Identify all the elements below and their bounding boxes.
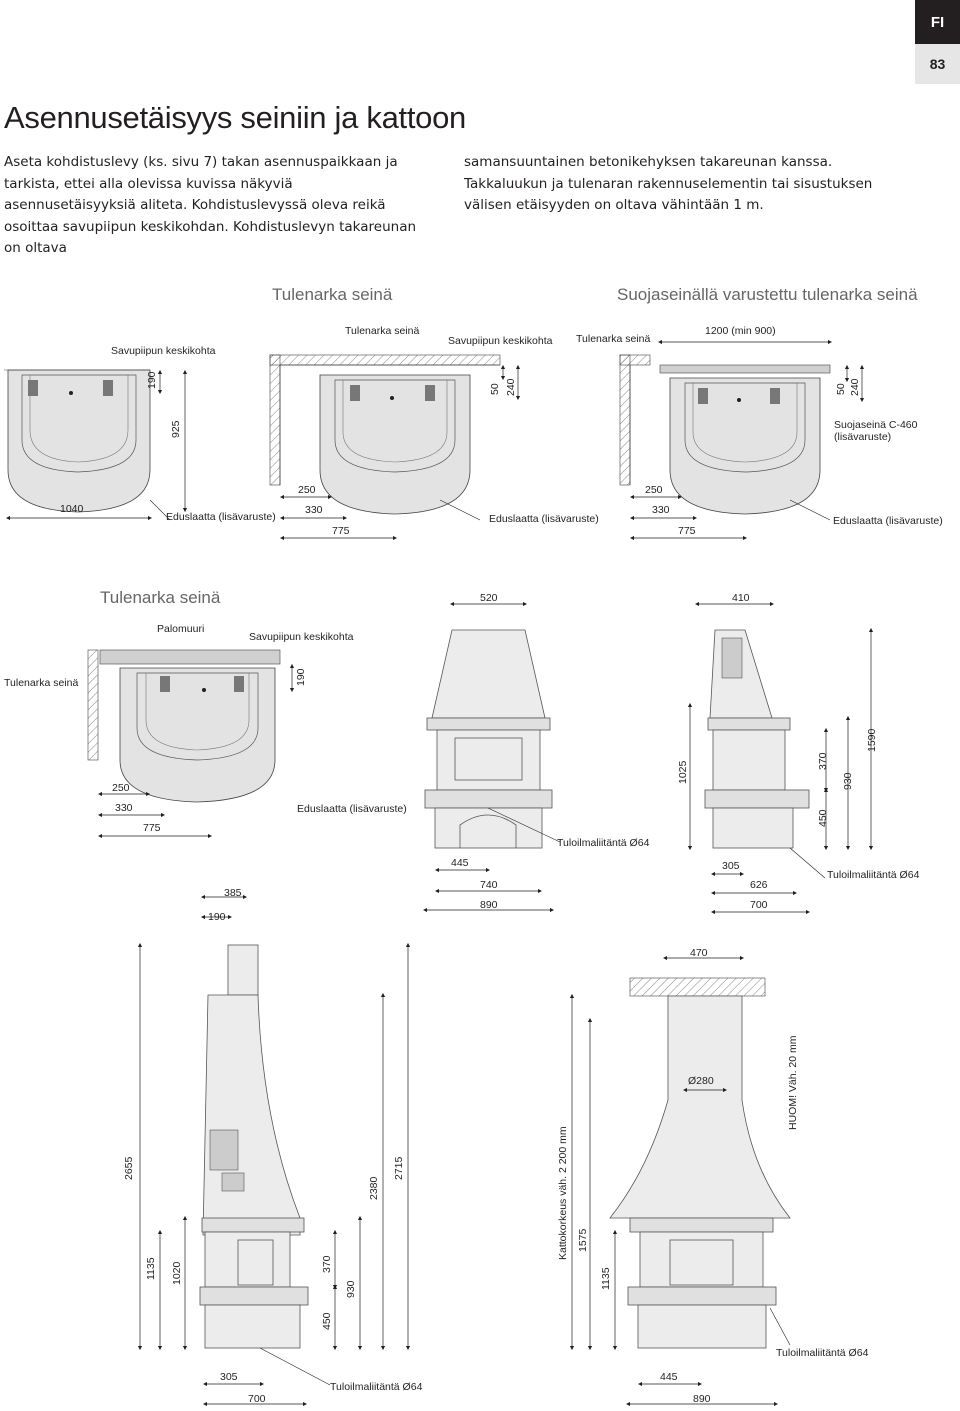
dimension-label: 190: [295, 668, 307, 686]
label-flammable-wall: Tulenarka seinä: [4, 677, 78, 689]
diagram-firewall-corner: Tulenarka seinä Palomuuri Savupiipun kes…: [4, 588, 407, 839]
label-chimney-center: Savupiipun keskikohta: [111, 345, 216, 357]
label-hearth-plate: Eduslaatta (lisävaruste): [166, 511, 276, 523]
label-chimney-center: Savupiipun keskikohta: [249, 631, 354, 643]
label-ceiling-height: Kattokorkeus väh. 2 200 mm: [557, 1126, 569, 1260]
dimension-label: Ø280: [688, 1075, 714, 1087]
dimension-label: 450: [817, 809, 829, 827]
dimension-label: 1025: [677, 760, 689, 784]
label-hearth-plate: Eduslaatta (lisävaruste): [297, 803, 407, 815]
dim-925: 925: [170, 420, 182, 438]
diagram-full-height-front: 470 Ø280 HUOM! Väh. 20 mm Kattokorkeus v…: [557, 947, 869, 1407]
dimension-label: 445: [660, 1371, 678, 1383]
dimension-label: 775: [678, 525, 696, 537]
dimension-label: 1575: [577, 1228, 589, 1252]
dimension-label: 700: [750, 899, 768, 911]
ceiling: [629, 977, 766, 997]
firewall: [99, 649, 281, 665]
label-min-gap-note: HUOM! Väh. 20 mm: [787, 1035, 799, 1130]
label-flammable-wall: Tulenarka seinä: [345, 325, 419, 337]
intro-left: Aseta kohdistuslevy (ks. sivu 7) takan a…: [4, 154, 417, 256]
dim-1200: 1200 (min 900): [705, 325, 776, 337]
label-flammable-wall: Tulenarka seinä: [576, 333, 650, 345]
dimension-label: 370: [321, 1255, 333, 1273]
dimension-label: 190: [208, 911, 226, 923]
dimension-label: 775: [143, 822, 161, 834]
label-air-inlet: Tuloilmaliitäntä Ø64: [330, 1381, 423, 1393]
dimension-label: 50: [489, 383, 501, 395]
dimension-label: 890: [480, 899, 498, 911]
dimension-label: 330: [115, 802, 133, 814]
dimension-label: 240: [849, 378, 861, 396]
label-shield-wall: Suojaseinä C-460: [834, 419, 918, 431]
dimension-label: 450: [321, 1312, 333, 1330]
dimension-label: 520: [480, 592, 498, 604]
page-title: Asennusetäisyys seiniin ja kattoon: [4, 100, 466, 135]
dimension-label: 890: [693, 1393, 711, 1405]
language-tab: FI: [915, 0, 960, 44]
diagram-freestanding: Savupiipun keskikohta 190 925 1040 Edusl…: [4, 345, 276, 523]
dimension-label: 305: [722, 860, 740, 872]
dimension-label: 1135: [600, 1267, 612, 1290]
dimension-label: 305: [220, 1371, 238, 1383]
diagram-shield-wall: Tulenarka seinä 1200 (min 900) 50 240 Su…: [576, 325, 943, 541]
dimension-label: 250: [645, 484, 663, 496]
dimension-label: 50: [835, 383, 847, 395]
label-hearth-plate: Eduslaatta (lisävaruste): [833, 515, 943, 527]
dimension-label: 330: [305, 504, 323, 516]
diagram-full-height-side: 385 190 2655 1135 1020 370 450 930 2380 …: [123, 887, 423, 1407]
dimension-label: 445: [451, 857, 469, 869]
label-air-inlet: Tuloilmaliitäntä Ø64: [557, 837, 650, 849]
dimension-label: 470: [690, 947, 708, 959]
shield-panel: [659, 364, 831, 374]
diagram-corner: Tulenarka seinä Savupiipun keskikohta 50…: [269, 325, 599, 541]
heading-flammable-wall: Tulenarka seinä: [272, 285, 393, 304]
dimension-label: 385: [224, 887, 242, 899]
dimension-label: 930: [842, 772, 854, 790]
chimney-center-marker: [69, 391, 73, 395]
dimension-label: 250: [298, 484, 316, 496]
dimension-label: 330: [652, 504, 670, 516]
label-chimney-center: Savupiipun keskikohta: [448, 335, 553, 347]
dimension-label: 1590: [866, 728, 878, 752]
dimension-label: 370: [817, 752, 829, 770]
page-number: 83: [915, 44, 960, 84]
dim-190: 190: [146, 371, 158, 389]
dimension-label: 250: [112, 782, 130, 794]
dimension-label: 740: [480, 879, 498, 891]
dimension-label: (lisävaruste): [834, 431, 891, 443]
dimension-label: 930: [345, 1280, 357, 1298]
label-hearth-plate: Eduslaatta (lisävaruste): [489, 513, 599, 525]
dimension-label: 775: [332, 525, 350, 537]
dimension-label: 410: [732, 592, 750, 604]
dim-1040: 1040: [60, 503, 84, 515]
dimension-label: 700: [248, 1393, 266, 1405]
label-air-inlet: Tuloilmaliitäntä Ø64: [827, 869, 920, 881]
heading-row2: Tulenarka seinä: [100, 588, 221, 607]
dimension-label: 626: [750, 879, 768, 891]
intro-right: samansuuntainen betonikehyksen takareuna…: [464, 154, 873, 213]
label-firewall: Palomuuri: [157, 623, 204, 635]
dimension-label: 2380: [368, 1176, 380, 1200]
dimension-label: 2715: [393, 1156, 405, 1180]
dimension-label: 1135: [145, 1257, 157, 1280]
dimension-label: 2655: [123, 1156, 135, 1180]
dimension-label: 1020: [171, 1261, 183, 1285]
label-air-inlet: Tuloilmaliitäntä Ø64: [776, 1347, 869, 1359]
diagram-side-elevation: 410 1590 370 930 450 305 626 700 Tuloilm…: [694, 592, 920, 915]
diagram-front-elevation: 520 1025 445 740 890 Tuloilmaliitäntä Ø6…: [422, 592, 693, 913]
dimension-label: 240: [505, 378, 517, 396]
heading-shielded-wall: Suojaseinällä varustettu tulenarka seinä: [617, 285, 918, 304]
